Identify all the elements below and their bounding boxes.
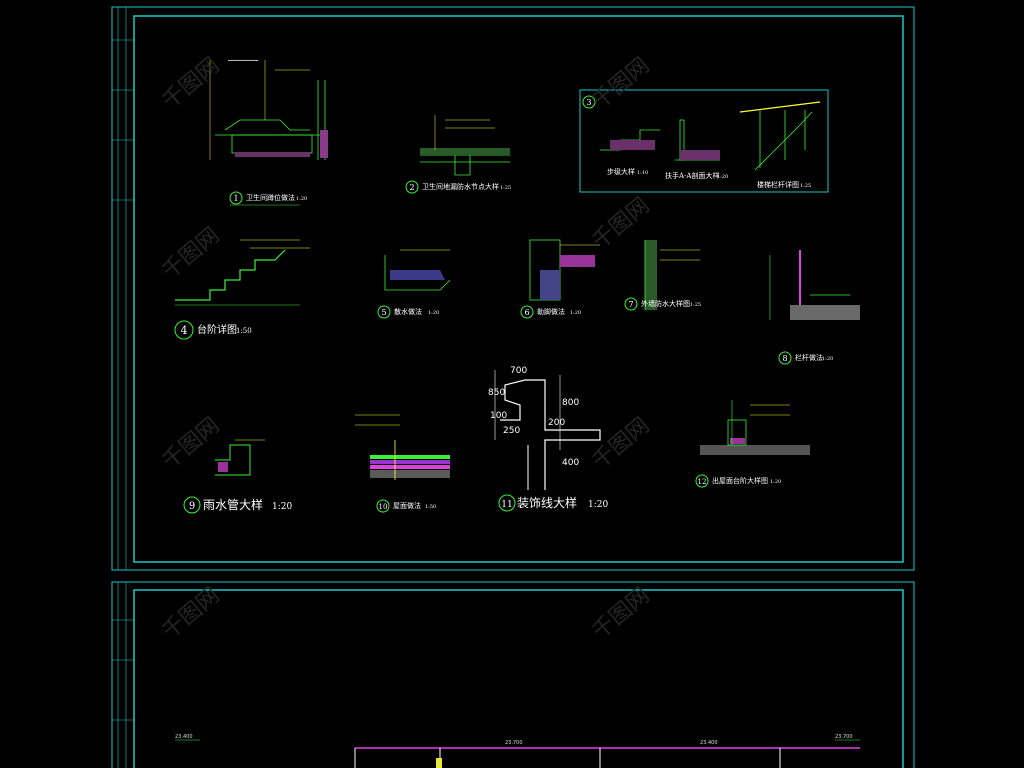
svg-text:━━━━━━━━━━: ━━━━━━━━━━ xyxy=(227,58,259,64)
detail-5-drawing xyxy=(384,249,451,291)
svg-text:千图网: 千图网 xyxy=(588,583,655,645)
svg-text:千图网: 千图网 xyxy=(158,223,225,285)
svg-text:1: 1 xyxy=(233,194,238,203)
svg-text:1:20: 1:20 xyxy=(428,310,439,316)
detail-2-scale: 1:25 xyxy=(500,185,511,191)
detail-9-scale: 1:20 xyxy=(272,502,292,512)
detail-3-title-b: 扶手A-A剖面大样 xyxy=(665,171,719,180)
bottom-dim-4: 23.700 xyxy=(835,734,853,740)
cornice-dim-800: 800 xyxy=(562,398,579,408)
svg-text:8: 8 xyxy=(782,354,787,363)
detail-label-8: 8 栏杆做法 1:20 xyxy=(778,351,833,365)
cornice-dim-700: 700 xyxy=(510,366,527,376)
detail-label-1: 1 卫生间蹲位做法 1:20 xyxy=(229,191,307,206)
detail-label-2: 2 卫生间地漏防水节点大样 1:25 xyxy=(405,180,511,194)
detail-2-title: 卫生间地漏防水节点大样 xyxy=(422,182,499,191)
svg-text:1:25: 1:25 xyxy=(690,302,701,308)
detail-3-title-c: 楼梯栏杆详图 xyxy=(757,180,799,189)
svg-text:12: 12 xyxy=(698,478,707,486)
detail-label-7: 7 外墙防水大样图 1:25 xyxy=(624,297,701,311)
svg-text:1:20: 1:20 xyxy=(717,174,728,180)
svg-text:千图网: 千图网 xyxy=(158,583,225,645)
detail-3-title-a: 步级大样 xyxy=(607,167,635,176)
detail-4-scale: 1:50 xyxy=(236,327,252,335)
svg-text:1:25: 1:25 xyxy=(800,183,811,189)
detail-label-9: 9 雨水管大样 1:20 xyxy=(183,496,292,514)
cornice-dim-200: 200 xyxy=(548,418,565,428)
detail-7-title: 外墙防水大样图 xyxy=(641,299,690,308)
detail-1-title: 卫生间蹲位做法 xyxy=(246,193,295,202)
detail-3-box xyxy=(579,89,829,193)
detail-11-drawing: 700 800 100 200 250 400 850 xyxy=(488,366,601,490)
svg-text:11: 11 xyxy=(501,500,512,510)
cornice-dim-250: 250 xyxy=(503,426,520,436)
detail-8-drawing xyxy=(769,250,860,320)
svg-text:1:50: 1:50 xyxy=(425,504,436,510)
svg-text:2: 2 xyxy=(409,183,414,192)
svg-text:7: 7 xyxy=(628,300,633,309)
svg-text:3: 3 xyxy=(586,98,591,107)
svg-text:1:20: 1:20 xyxy=(770,479,781,485)
detail-label-5: 5 散水做法 1:20 xyxy=(377,305,439,319)
svg-text:6: 6 xyxy=(524,308,529,317)
detail-11-title: 装饰线大样 xyxy=(517,495,577,510)
svg-text:4: 4 xyxy=(181,324,188,337)
detail-label-4: 4 台阶详图 1:50 xyxy=(174,320,252,340)
top-sheet-frame xyxy=(111,6,915,571)
cornice-dim-100: 100 xyxy=(490,411,507,421)
detail-12-title: 出屋面台阶大样图 xyxy=(712,476,768,485)
svg-text:5: 5 xyxy=(381,308,386,317)
detail-4-drawing xyxy=(175,239,310,306)
detail-11-scale: 1:20 xyxy=(588,500,608,510)
svg-text:1:10: 1:10 xyxy=(637,170,648,176)
detail-label-12: 12 出屋面台阶大样图 1:20 xyxy=(695,474,781,488)
cornice-dim-850: 850 xyxy=(488,388,505,398)
detail-4-title: 台阶详图 xyxy=(197,323,237,336)
detail-1-scale: 1:20 xyxy=(296,196,307,202)
svg-text:9: 9 xyxy=(189,501,195,512)
bottom-dim-1: 23.400 xyxy=(175,734,193,740)
detail-7-drawing xyxy=(644,240,700,310)
detail-6-drawing xyxy=(529,239,600,301)
bottom-dim-3: 23.400 xyxy=(700,740,718,746)
svg-text:千图网: 千图网 xyxy=(588,193,655,255)
svg-text:千图网: 千图网 xyxy=(588,413,655,475)
svg-text:10: 10 xyxy=(379,503,388,511)
detail-10-title: 屋面做法 xyxy=(393,501,421,510)
detail-label-6: 6 勒脚做法 1:20 xyxy=(520,305,581,319)
detail-5-title: 散水做法 xyxy=(394,307,422,316)
detail-3-drawings xyxy=(600,101,821,171)
detail-label-3: 3 步级大样 1:10 扶手A-A剖面大样 1:20 楼梯栏杆详图 1:25 xyxy=(582,95,811,189)
svg-text:1:20: 1:20 xyxy=(570,310,581,316)
detail-9-drawing xyxy=(215,439,265,476)
svg-text:1:20: 1:20 xyxy=(822,356,833,362)
bottom-sheet-frame xyxy=(111,581,915,768)
detail-12-drawing xyxy=(700,400,810,455)
detail-10-drawing xyxy=(355,414,450,480)
bottom-dim-2: 23.700 xyxy=(505,740,523,746)
detail-6-title: 勒脚做法 xyxy=(537,307,565,316)
detail-2-drawing xyxy=(420,115,510,176)
detail-9-title: 雨水管大样 xyxy=(203,497,263,512)
svg-text:千图网: 千图网 xyxy=(588,53,655,115)
cornice-dim-400: 400 xyxy=(562,458,579,468)
bottom-elevation: 23.400 23.700 23.400 23.700 xyxy=(175,734,860,768)
detail-label-11: 11 装饰线大样 1:20 xyxy=(498,494,608,512)
detail-8-title: 栏杆做法 xyxy=(795,353,823,362)
svg-text:千图网: 千图网 xyxy=(158,53,225,115)
svg-text:千图网: 千图网 xyxy=(158,413,225,475)
detail-1-drawing: ━━━━━━━━━━ xyxy=(209,58,328,160)
detail-label-10: 10 屋面做法 1:50 xyxy=(376,499,436,513)
